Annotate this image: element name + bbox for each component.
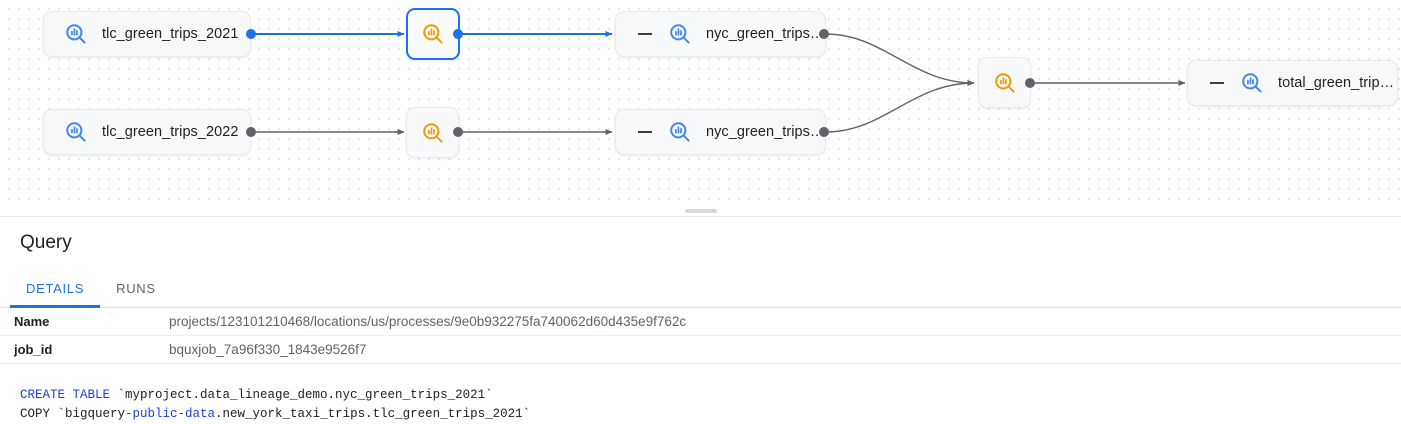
bigquery-process-icon [993, 71, 1017, 95]
detail-value-name: projects/123101210468/locations/us/proce… [169, 314, 687, 329]
tab-details[interactable]: DETAILS [10, 269, 101, 308]
panel-title: Query [20, 232, 72, 253]
details-panel: Query DETAILS RUNS Name projects/1231012… [0, 216, 1401, 424]
collapse-dash-icon[interactable] [1210, 82, 1224, 84]
lineage-node-tlc-green-trips-2022[interactable]: tlc_green_trips_2022 [43, 109, 251, 155]
details-table: Name projects/123101210468/locations/us/… [0, 308, 1401, 364]
sql-line2-suffix: .new_york_taxi_trips.tlc_green_trips_202… [215, 407, 531, 421]
node-output-port [819, 29, 829, 39]
node-output-port [246, 127, 256, 137]
lineage-node-label: tlc_green_trips_2022 [102, 124, 239, 140]
node-output-port [1025, 78, 1035, 88]
sql-query-block: CREATE TABLE `myproject.data_lineage_dem… [0, 364, 1401, 424]
node-output-port [453, 29, 463, 39]
panel-tabs: DETAILS RUNS [0, 269, 1401, 308]
lineage-node-tlc-green-trips-2021[interactable]: tlc_green_trips_2021 [43, 11, 251, 57]
detail-key-job-id: job_id [14, 342, 53, 357]
tab-runs[interactable]: RUNS [116, 281, 156, 296]
lineage-node-process-merge[interactable] [978, 57, 1031, 108]
lineage-node-process-selected[interactable] [406, 8, 460, 60]
lineage-node-nyc-green-trips-2021[interactable]: nyc_green_trips… [615, 11, 826, 57]
table-row: Name projects/123101210468/locations/us/… [0, 308, 1401, 336]
bigquery-table-icon [1240, 71, 1264, 95]
detail-key-name: Name [14, 314, 50, 329]
lineage-node-label: nyc_green_trips… [706, 26, 825, 42]
bigquery-table-icon [64, 120, 88, 144]
bigquery-table-icon [668, 120, 692, 144]
bigquery-process-icon [421, 22, 445, 46]
node-output-port [246, 29, 256, 39]
lineage-node-label: nyc_green_trips… [706, 124, 825, 140]
detail-value-job-id: bquxjob_7a96f330_1843e9526f7 [169, 342, 367, 357]
sql-line2-prefix: COPY `bigquery [20, 407, 126, 421]
lineage-graph-canvas[interactable]: tlc_green_trips_2021 tlc_green_trips_202… [0, 0, 1401, 206]
node-output-port [453, 127, 463, 137]
lineage-node-label: tlc_green_trips_2021 [102, 26, 239, 42]
table-row: job_id bquxjob_7a96f330_1843e9526f7 [0, 336, 1401, 364]
panel-splitter[interactable] [0, 206, 1401, 216]
sql-line2-highlight: -public-data [125, 407, 216, 421]
lineage-node-process[interactable] [406, 107, 459, 158]
lineage-node-total-green-trips[interactable]: total_green_trip… [1187, 60, 1398, 106]
collapse-dash-icon[interactable] [638, 131, 652, 133]
collapse-dash-icon[interactable] [638, 33, 652, 35]
bigquery-table-icon [668, 22, 692, 46]
lineage-node-label: total_green_trip… [1278, 75, 1395, 91]
bigquery-process-icon [421, 121, 445, 145]
node-output-port [819, 127, 829, 137]
lineage-node-nyc-green-trips-2022[interactable]: nyc_green_trips… [615, 109, 826, 155]
splitter-grip-handle[interactable] [684, 209, 717, 213]
bigquery-table-icon [64, 22, 88, 46]
sql-keyword-create-table: CREATE TABLE [20, 388, 111, 402]
sql-line1-rest: `myproject.data_lineage_demo.nyc_green_t… [110, 388, 493, 402]
